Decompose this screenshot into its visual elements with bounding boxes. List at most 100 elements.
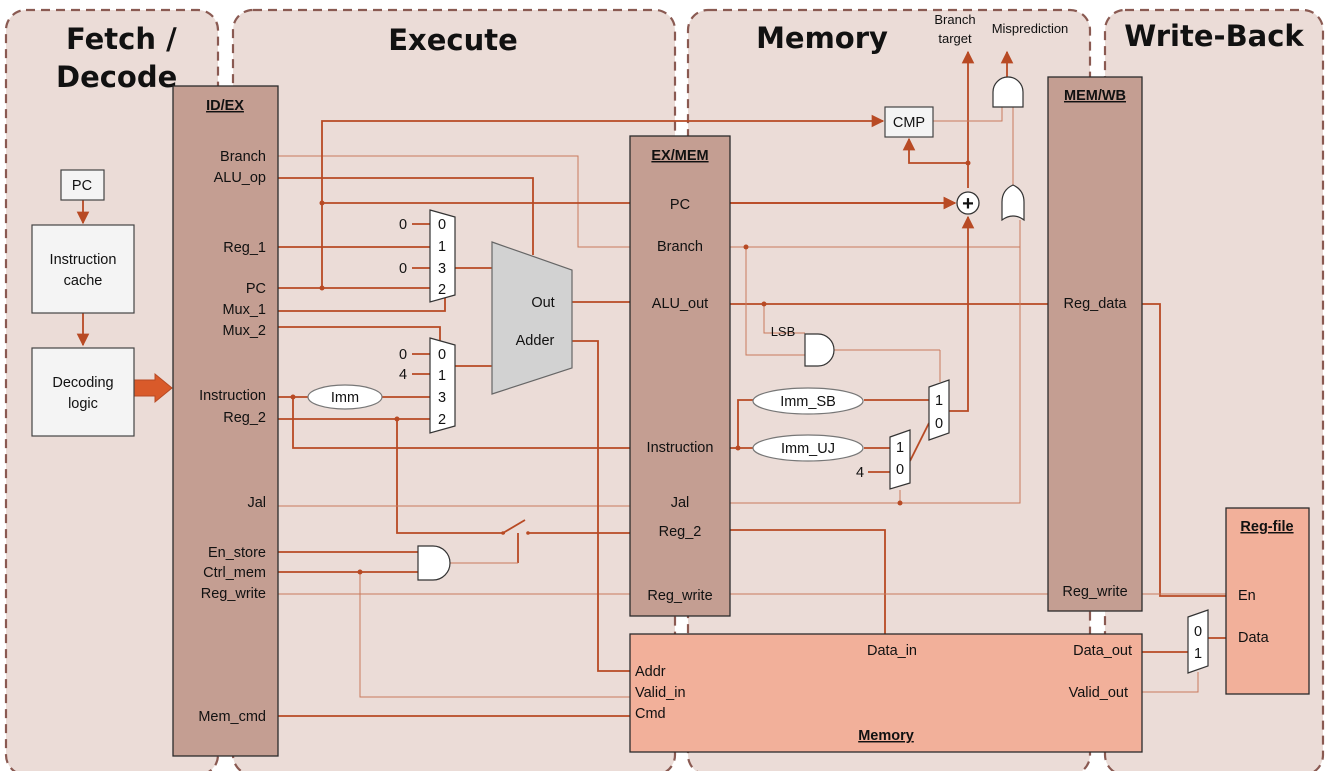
wb-mux-input-1: 1 (1194, 646, 1202, 662)
mem-wb-register (1047, 76, 1143, 612)
ex-mem-port-pc: PC (670, 197, 690, 213)
mux2-input-1: 1 (438, 368, 446, 384)
stage-title-decode: Decode (56, 60, 177, 94)
mux1-input-2: 2 (438, 282, 446, 298)
mux-alu-input-2 (429, 337, 456, 434)
id-ex-port-jal: Jal (247, 495, 266, 511)
alu-out-label: Out (531, 295, 554, 311)
ex-mem-port-jal: Jal (671, 495, 690, 511)
misprediction-and-gate (992, 76, 1024, 108)
id-ex-port-pc: PC (246, 281, 266, 297)
ex-mem-port-alu-out: ALU_out (652, 296, 708, 312)
mux-branch-offset (928, 379, 950, 441)
ex-mem-port-branch: Branch (657, 239, 703, 255)
pc-box (60, 169, 105, 201)
ex-mem-port-instruction: Instruction (647, 440, 714, 456)
wb-mux-input-0: 0 (1194, 624, 1202, 640)
mux-jump-offset (889, 429, 911, 490)
mux2-const-0: 0 (399, 347, 407, 363)
instruction-cache-line1: Instruction (50, 252, 117, 268)
lsb-label: LSB (771, 324, 796, 339)
memory-port-valid-out: Valid_out (1069, 685, 1128, 701)
mux2-input-2: 2 (438, 412, 446, 428)
alu-adder-label: Adder (516, 333, 555, 349)
memory-port-data-in: Data_in (867, 643, 917, 659)
id-ex-port-reg2: Reg_2 (223, 410, 266, 426)
id-ex-port-instruction: Instruction (199, 388, 266, 404)
id-ex-port-ctrl-mem: Ctrl_mem (203, 565, 266, 581)
id-ex-port-mux2: Mux_2 (222, 323, 266, 339)
branch-target-adder (956, 191, 980, 215)
mux2-const-4: 4 (399, 367, 407, 383)
instruction-cache-line2: cache (64, 273, 103, 289)
memory-port-data-out: Data_out (1073, 643, 1132, 659)
store-enable-and-gate (417, 545, 451, 581)
stage-title-writeback: Write-Back (1124, 19, 1304, 53)
ex-mem-port-reg2: Reg_2 (659, 524, 702, 540)
id-ex-port-reg1: Reg_1 (223, 240, 266, 256)
memory-block (629, 633, 1143, 753)
stage-title-memory: Memory (756, 21, 888, 55)
decoding-logic-line1: Decoding (52, 375, 113, 391)
id-ex-port-alu-op: ALU_op (214, 170, 266, 186)
stage-title-execute: Execute (388, 23, 518, 57)
mux-a-input-1: 1 (935, 393, 943, 409)
cmp-label: CMP (893, 115, 925, 131)
mem-wb-title: MEM/WB (1064, 88, 1126, 104)
reg-file (1225, 507, 1310, 695)
mux-alu-input-1 (429, 209, 456, 303)
ex-mem-register (629, 135, 731, 617)
id-ex-title: ID/EX (206, 98, 244, 114)
id-ex-port-branch: Branch (220, 149, 266, 165)
imm-uj-label: Imm_UJ (781, 441, 835, 457)
cmp-box (884, 106, 934, 138)
branch-target-line2: target (938, 31, 972, 46)
jump-or-gate (1001, 184, 1025, 222)
reg-file-port-data: Data (1238, 630, 1270, 646)
mux1-input-3: 3 (438, 261, 446, 277)
wire-junctions (290, 160, 971, 575)
mux-b-input-0: 0 (896, 462, 904, 478)
imm-ellipse (307, 384, 383, 410)
imm-sb-label: Imm_SB (780, 394, 836, 410)
memory-port-cmd: Cmd (635, 706, 666, 722)
id-ex-port-mux1: Mux_1 (222, 302, 266, 318)
branch-target-line1: Branch (934, 12, 975, 27)
mux-b-const-4: 4 (856, 465, 864, 481)
wires (76, 50, 1226, 717)
imm-uj-ellipse (752, 434, 864, 462)
instruction-cache-box (31, 224, 135, 314)
mux1-const-0b: 0 (399, 261, 407, 277)
reg-file-title: Reg-file (1240, 519, 1293, 535)
lsb-and-gate (804, 333, 835, 367)
imm-label: Imm (331, 390, 359, 406)
memory-port-valid-in: Valid_in (635, 685, 686, 701)
memory-port-addr: Addr (635, 664, 666, 680)
mux2-input-3: 3 (438, 390, 446, 406)
alu-adder (491, 241, 573, 395)
reg-file-port-en: En (1238, 588, 1256, 604)
decoding-logic-line2: logic (68, 396, 98, 412)
mux1-const-0a: 0 (399, 217, 407, 233)
pc-label: PC (72, 178, 92, 194)
stage-title-fetch: Fetch / (66, 22, 177, 56)
misprediction-label: Misprediction (992, 21, 1069, 36)
id-ex-port-reg-write: Reg_write (201, 586, 266, 602)
ex-mem-port-reg-write: Reg_write (647, 588, 712, 604)
mux2-input-0: 0 (438, 347, 446, 363)
mux1-input-1: 1 (438, 239, 446, 255)
id-ex-register (172, 85, 279, 757)
imm-sb-ellipse (752, 387, 864, 415)
id-ex-port-mem-cmd: Mem_cmd (198, 709, 266, 725)
ex-mem-title: EX/MEM (651, 148, 708, 164)
mux1-input-0: 0 (438, 217, 446, 233)
mux-b-input-1: 1 (896, 440, 904, 456)
id-ex-port-en-store: En_store (208, 545, 266, 561)
mem-wb-port-reg-write: Reg_write (1062, 584, 1127, 600)
mux-writeback (1187, 609, 1209, 674)
mem-wb-port-reg-data: Reg_data (1064, 296, 1128, 312)
memory-block-title: Memory (858, 728, 914, 744)
decoding-logic-box (31, 347, 135, 437)
mux-a-input-0: 0 (935, 416, 943, 432)
